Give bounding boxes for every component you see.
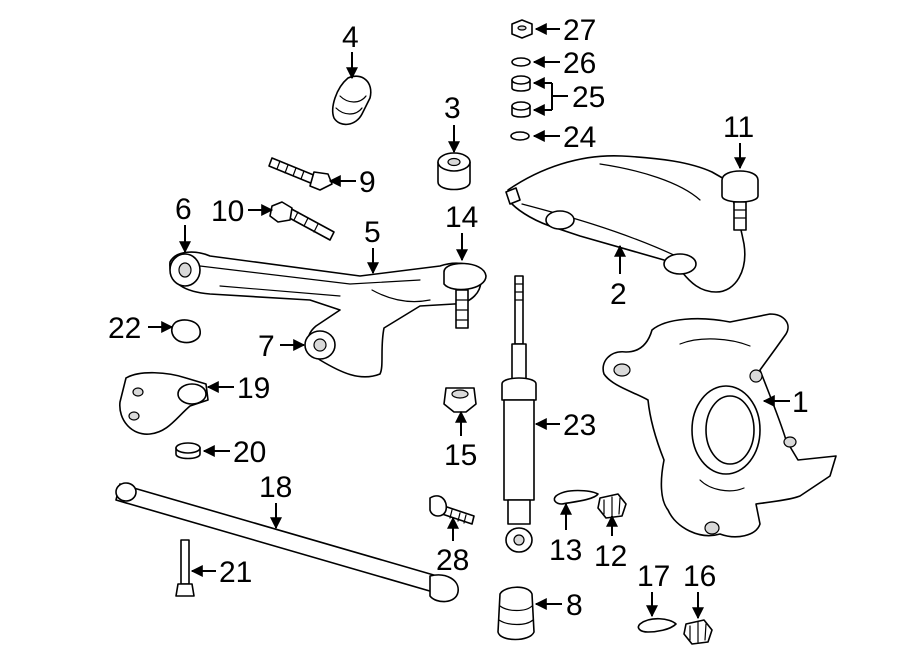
callout-14[interactable]: 14 <box>445 201 478 262</box>
callout-17[interactable]: 17 <box>637 560 670 618</box>
part-14-ball-joint <box>443 262 487 329</box>
part-16-castle-nut <box>683 619 713 645</box>
callout-label: 17 <box>637 560 670 593</box>
callout-2[interactable]: 2 <box>610 244 627 311</box>
callout-label: 14 <box>445 201 478 234</box>
callout-21[interactable]: 21 <box>190 556 252 589</box>
part-10-bolt <box>269 201 335 241</box>
callout-20[interactable]: 20 <box>202 436 266 469</box>
part-25-insulators <box>511 75 531 118</box>
part-27-nut <box>511 19 533 39</box>
callout-label: 18 <box>259 471 292 504</box>
callout-label: 20 <box>233 436 266 469</box>
callout-27[interactable]: 27 <box>534 14 596 47</box>
callout-23[interactable]: 23 <box>534 409 596 442</box>
part-13-cotter-pin <box>553 489 599 505</box>
callout-label: 21 <box>219 556 252 589</box>
callout-label: 27 <box>563 14 596 47</box>
part-21-bolt <box>175 539 195 597</box>
callout-label: 19 <box>237 372 270 405</box>
callout-label: 8 <box>566 589 583 622</box>
part-7-bushing <box>304 330 336 360</box>
callout-6[interactable]: 6 <box>175 193 192 254</box>
callout-label: 23 <box>563 409 596 442</box>
part-15-nut <box>443 387 477 413</box>
callout-label: 22 <box>108 312 141 345</box>
callout-12[interactable]: 12 <box>594 514 627 573</box>
callout-25[interactable]: 25 <box>532 77 605 116</box>
part-2-upper-control-arm <box>505 155 746 293</box>
callout-label: 12 <box>594 540 627 573</box>
callout-label: 11 <box>723 111 754 144</box>
callout-24[interactable]: 24 <box>532 121 596 154</box>
part-6-bushing <box>169 253 201 287</box>
callout-label: 24 <box>563 121 596 154</box>
callout-label: 9 <box>359 166 376 199</box>
callout-10[interactable]: 10 <box>211 195 274 228</box>
callout-label: 28 <box>436 544 469 577</box>
part-5-lower-control-arm <box>169 251 482 378</box>
callout-16[interactable]: 16 <box>683 560 716 620</box>
callout-label: 5 <box>364 216 381 249</box>
callout-label: 26 <box>563 47 596 80</box>
callout-26[interactable]: 26 <box>532 47 596 80</box>
callout-28[interactable]: 28 <box>436 516 469 577</box>
callout-13[interactable]: 13 <box>549 502 582 567</box>
callout-7[interactable]: 7 <box>258 330 306 363</box>
callout-4[interactable]: 4 <box>342 21 359 80</box>
callout-18[interactable]: 18 <box>259 471 292 530</box>
callout-19[interactable]: 19 <box>206 372 270 405</box>
callout-label: 13 <box>549 534 582 567</box>
callout-1[interactable]: 1 <box>762 386 809 419</box>
callout-22[interactable]: 22 <box>108 312 174 345</box>
callout-15[interactable]: 15 <box>444 410 477 472</box>
callout-label: 7 <box>258 330 275 363</box>
callout-label: 4 <box>342 21 359 54</box>
callout-label: 16 <box>683 560 716 593</box>
part-12-castle-nut <box>597 493 627 519</box>
callout-8[interactable]: 8 <box>534 589 583 622</box>
part-4-bump-stop <box>332 75 372 126</box>
part-3-bushing <box>437 152 471 191</box>
callout-5[interactable]: 5 <box>364 216 381 275</box>
callout-label: 10 <box>211 195 244 228</box>
callout-label: 1 <box>792 386 809 419</box>
callout-3[interactable]: 3 <box>444 92 461 154</box>
part-17-cotter-pin <box>637 617 677 633</box>
part-11-ball-joint <box>721 170 759 231</box>
callout-label: 2 <box>610 278 627 311</box>
callout-label: 25 <box>572 81 605 114</box>
part-20-bushing <box>175 442 201 460</box>
callout-label: 3 <box>444 92 461 125</box>
callout-9[interactable]: 9 <box>328 166 376 199</box>
part-9-bolt <box>268 157 333 191</box>
part-26-washer <box>511 57 531 67</box>
part-18-stabilizer-bar <box>115 482 459 603</box>
callout-label: 6 <box>175 193 192 226</box>
part-23-shock-absorber <box>501 275 537 553</box>
callout-label: 15 <box>444 439 477 472</box>
part-1-steering-knuckle <box>602 313 837 538</box>
part-22-bushing <box>170 319 201 344</box>
part-24-washer <box>510 131 530 141</box>
part-28-bolt <box>429 495 475 525</box>
part-8-bump-stop <box>497 586 535 641</box>
part-19-stabilizer-bracket <box>119 371 209 435</box>
callout-11[interactable]: 11 <box>723 111 754 170</box>
